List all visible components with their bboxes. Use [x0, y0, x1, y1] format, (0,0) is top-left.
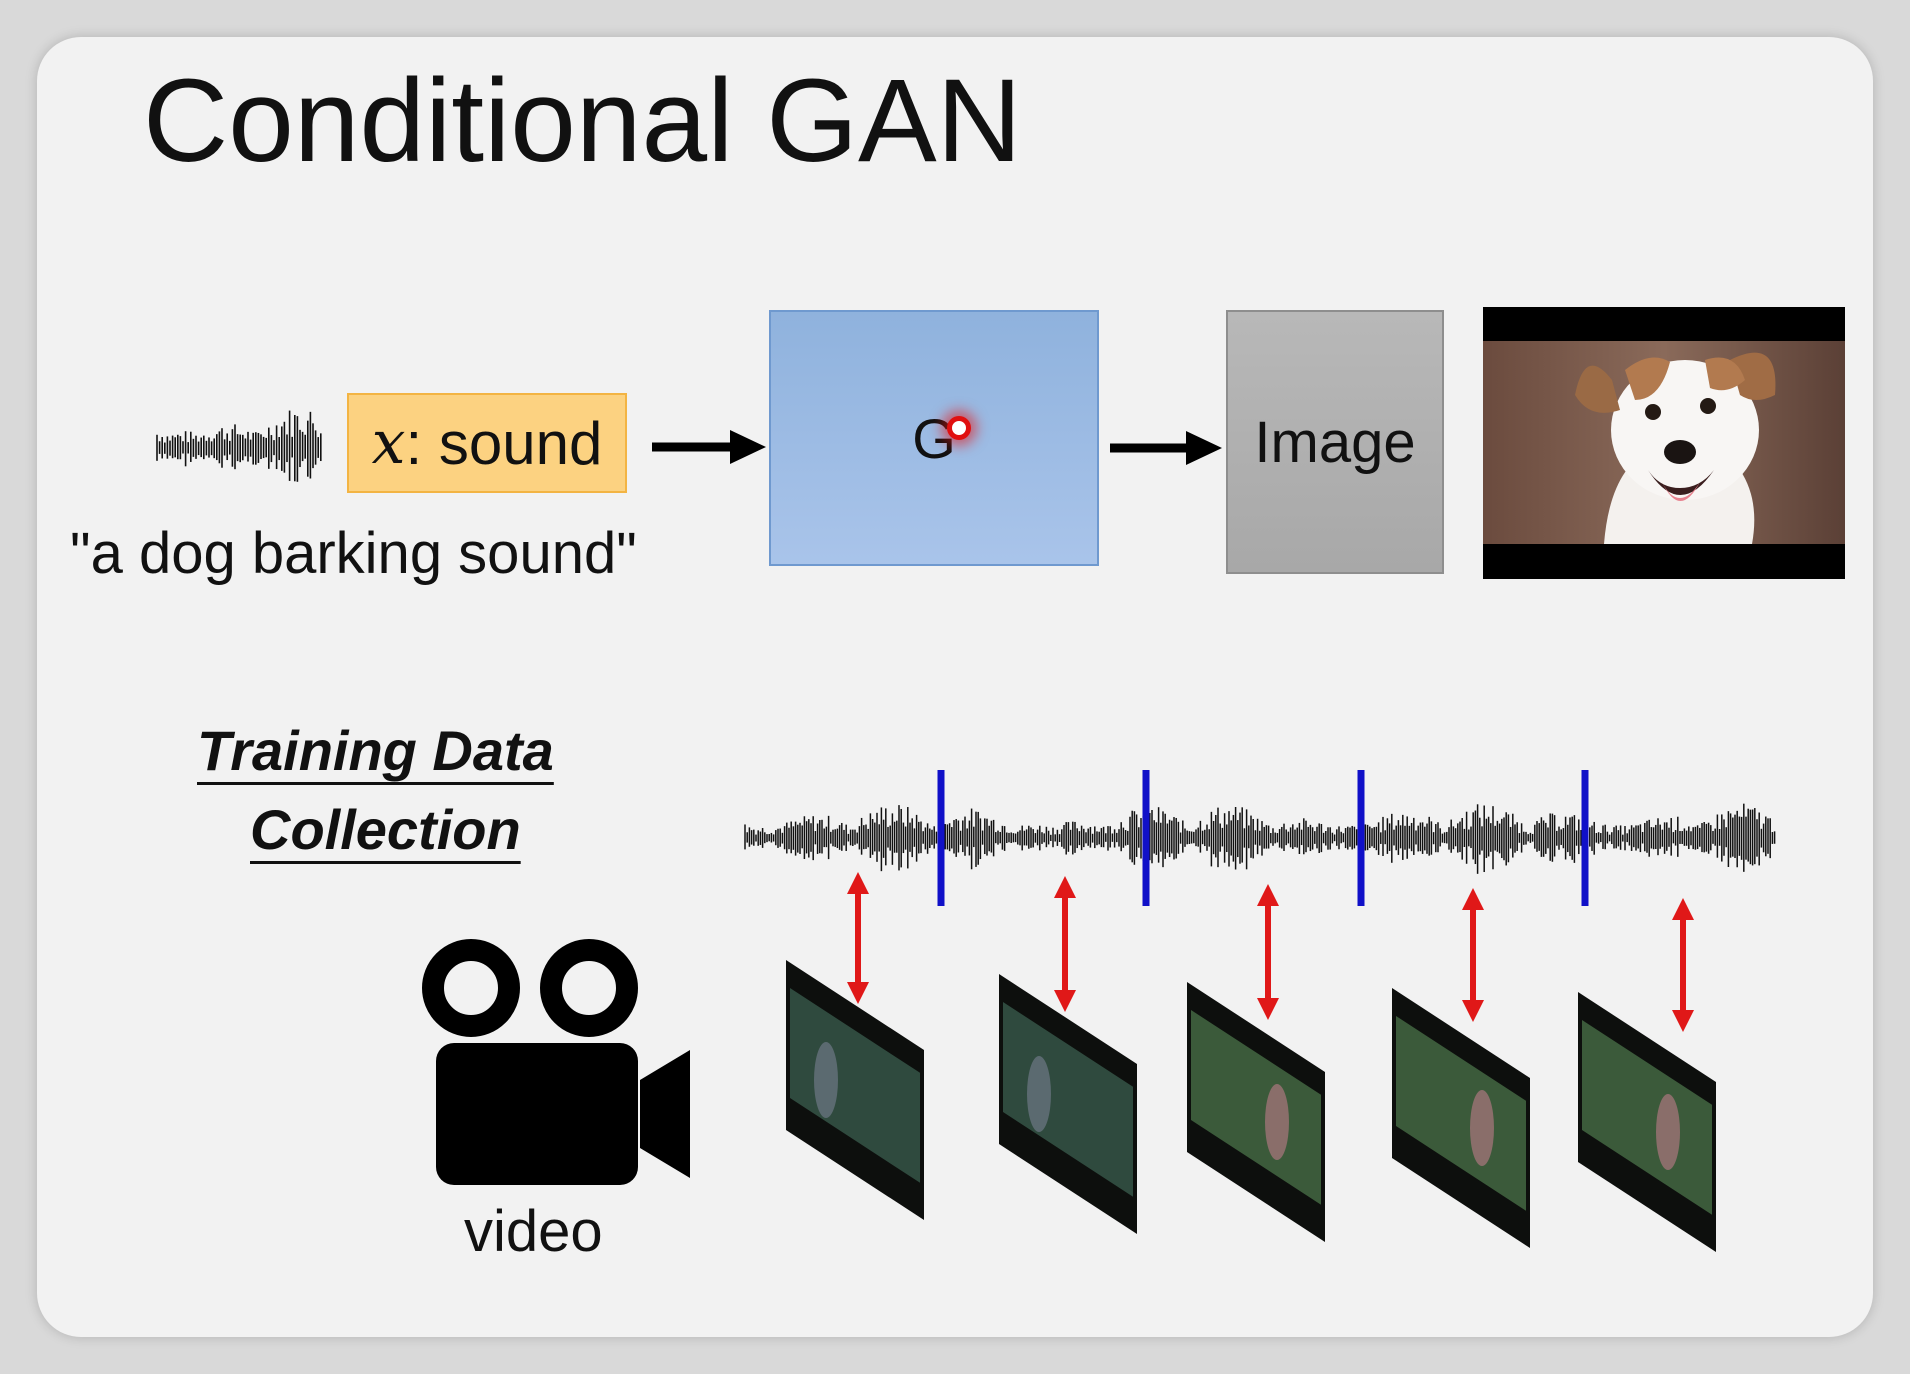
- dog-photo: [1483, 307, 1845, 579]
- generator-box: G: [769, 310, 1099, 566]
- pair-arrow: [1054, 876, 1076, 1012]
- pair-arrow: [1257, 884, 1279, 1020]
- training-data-heading-line1: Training Data: [197, 719, 554, 782]
- sound-caption: "a dog barking sound": [70, 521, 637, 586]
- output-box: Image: [1226, 310, 1444, 574]
- video-frame: [999, 974, 1137, 1234]
- pair-arrow: [1672, 898, 1694, 1032]
- arrow-right-icon: [652, 430, 766, 464]
- video-label: video: [464, 1199, 603, 1264]
- arrow-right-icon: [1110, 431, 1222, 465]
- training-data-heading-line2: Collection: [250, 798, 521, 861]
- video-camera-icon: [422, 939, 690, 1185]
- slide: [37, 37, 1873, 1337]
- pair-arrow: [847, 872, 869, 1004]
- audio-waveform: [744, 803, 1776, 874]
- video-frame: [786, 960, 924, 1220]
- input-label: : sound: [405, 409, 603, 477]
- generator-label: G: [912, 406, 956, 470]
- video-frame: [1392, 988, 1530, 1248]
- slide-title: Conditional GAN: [143, 55, 1022, 187]
- pair-arrow: [1462, 888, 1484, 1022]
- video-frame: [1187, 982, 1325, 1242]
- sound-wave-icon: [156, 410, 322, 482]
- pointer-dot-icon: [947, 416, 971, 440]
- input-box: x: sound: [347, 393, 627, 493]
- segment-markers: [937, 770, 1589, 906]
- input-variable: x: [371, 408, 406, 478]
- video-frame: [1578, 992, 1716, 1252]
- output-label: Image: [1254, 409, 1416, 475]
